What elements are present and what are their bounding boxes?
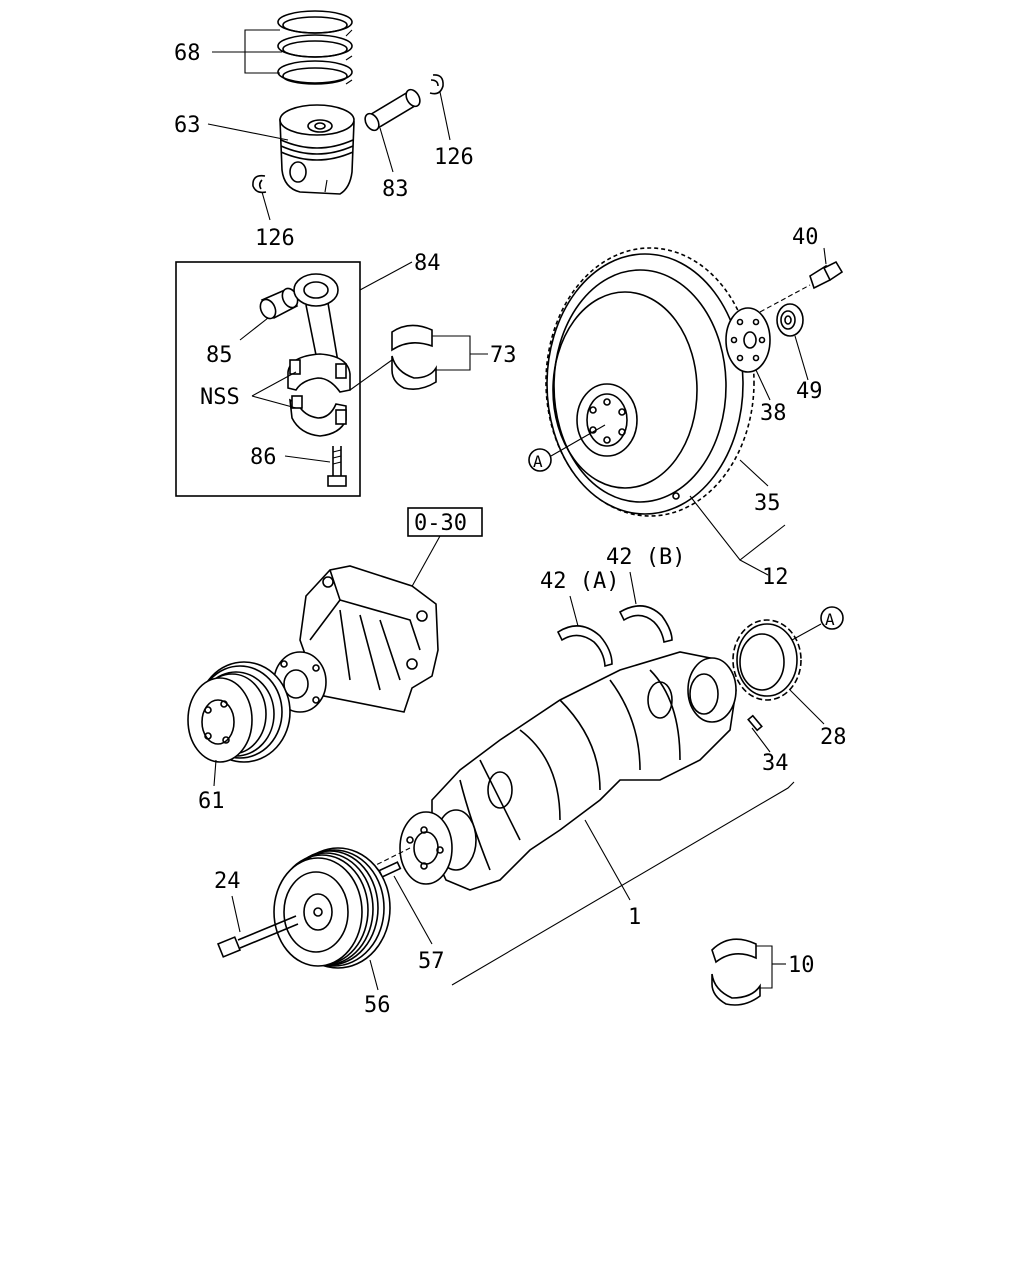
label-86: 86: [250, 445, 277, 470]
label-126-left: 126: [255, 226, 295, 251]
label-61: 61: [198, 789, 225, 814]
fan-pulley-part: [187, 661, 291, 763]
leader-73: [349, 335, 488, 391]
dowel-pin-34-part: [747, 714, 763, 732]
pilot-bearing-part: [776, 303, 804, 337]
piston-pin-part: [364, 88, 421, 132]
label-28: 28: [820, 725, 847, 750]
leader-85: [239, 317, 269, 341]
leader-61: [213, 759, 217, 787]
label-38: 38: [760, 401, 787, 426]
leader-10: [756, 945, 786, 989]
leader-56: [369, 959, 379, 991]
label-56: 56: [364, 993, 391, 1018]
label-73: 73: [490, 343, 517, 368]
crank-nose-part: [399, 809, 477, 885]
leader-1: [451, 781, 795, 986]
leader-0-30: [409, 535, 441, 591]
flywheel-plate-part: [725, 307, 771, 373]
label-42a: 42 (A): [540, 569, 619, 594]
leader-nss: [251, 371, 297, 409]
label-12: 12: [762, 565, 789, 590]
leader-28: [789, 689, 825, 725]
flywheel-bolt-part: [809, 260, 844, 290]
label-40: 40: [792, 225, 819, 250]
piston-rings-part: [277, 10, 353, 85]
label-126-right: 126: [434, 145, 474, 170]
ref-a-flywheel: [528, 424, 606, 472]
leader-68: [212, 29, 282, 74]
label-nss: NSS: [200, 385, 240, 410]
label-68: 68: [174, 41, 201, 66]
leader-63: [207, 123, 289, 141]
crank-pulley-part: [273, 847, 391, 969]
label-83: 83: [382, 177, 409, 202]
leader-126b: [261, 191, 271, 221]
leader-35-12: [689, 459, 786, 576]
label-35: 35: [754, 491, 781, 516]
leader-84: [359, 261, 413, 291]
rod-bearing-part: [391, 324, 437, 390]
thrust-washer-a-part: [556, 625, 613, 668]
thrust-washer-b-part: [618, 605, 673, 643]
leader-57: [393, 875, 433, 945]
label-49: 49: [796, 379, 823, 404]
crank-gear-part: [732, 619, 802, 701]
leader-42b: [629, 571, 637, 605]
label-42b: 42 (B): [606, 545, 685, 570]
connecting-rod-box: [175, 261, 361, 497]
crankshaft-part: [431, 651, 737, 891]
leader-83: [379, 127, 394, 173]
pulley-bolt-part: [216, 915, 299, 958]
label-85: 85: [206, 343, 233, 368]
label-84: 84: [414, 251, 441, 276]
leader-24: [231, 895, 241, 933]
ref-box-0-30: [407, 507, 483, 537]
label-1: 1: [628, 905, 641, 930]
leader-38: [755, 369, 771, 401]
label-10: 10: [788, 953, 815, 978]
leader-49-axis: [759, 284, 811, 313]
leader-49: [794, 335, 809, 381]
label-34: 34: [762, 751, 789, 776]
rod-cap-part: [289, 395, 347, 437]
ref-label-a-gear: A: [825, 610, 835, 629]
ref-label-a-flywheel: A: [533, 452, 543, 471]
connecting-rod-part: [287, 273, 351, 393]
label-57: 57: [418, 949, 445, 974]
flywheel-part: [545, 247, 755, 517]
ref-a-gear: [791, 606, 844, 641]
piston-part: [279, 104, 355, 195]
dowel-pin-57-part: [378, 861, 402, 879]
rod-bolt-part: [327, 446, 347, 487]
label-63: 63: [174, 113, 201, 138]
leader-34: [751, 727, 771, 753]
leader-40: [823, 247, 827, 265]
label-0-30: 0-30: [414, 511, 467, 536]
leader-42a: [569, 595, 579, 627]
snap-ring-right-part: [429, 74, 444, 95]
main-bearing-part: [711, 938, 761, 1006]
leader-126a: [439, 91, 451, 141]
label-24: 24: [214, 869, 241, 894]
snap-ring-left-part: [252, 174, 267, 194]
leader-86: [284, 455, 331, 463]
